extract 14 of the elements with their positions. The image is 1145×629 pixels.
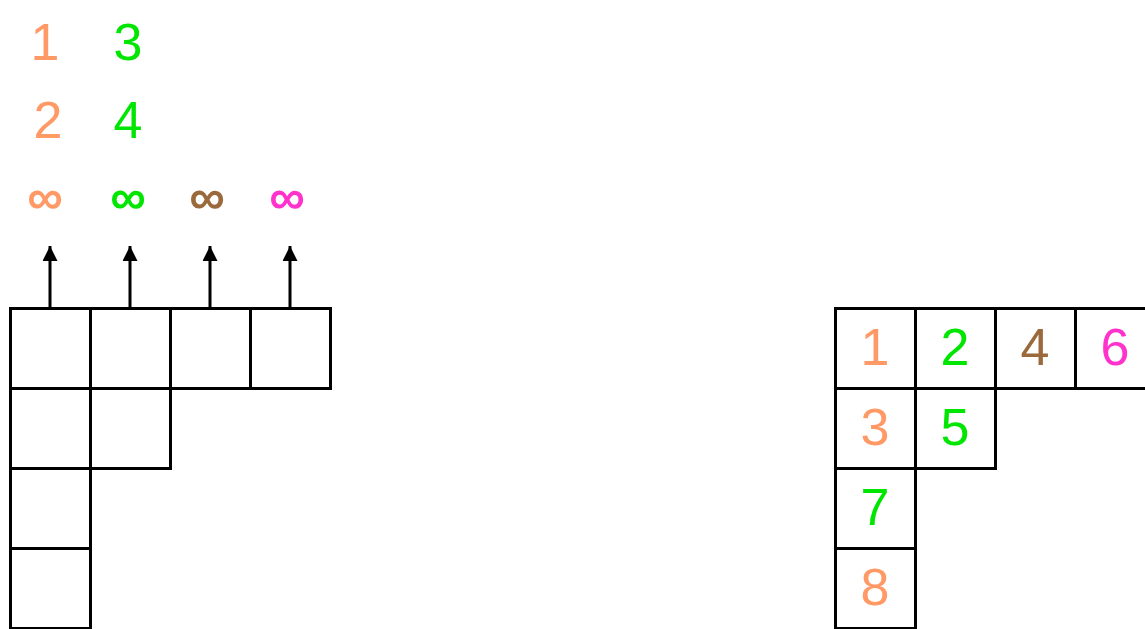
- arrow: [202, 246, 218, 308]
- arrow: [122, 246, 138, 308]
- number-label: 1: [29, 14, 61, 70]
- infinity-symbol: ∞: [5, 172, 85, 246]
- number-label: 3: [112, 14, 144, 70]
- number-label: 4: [112, 92, 144, 148]
- arrow: [282, 246, 298, 308]
- infinity-symbol: ∞: [247, 172, 327, 246]
- grid-cell: [8, 306, 92, 390]
- number-label: 2: [32, 92, 64, 148]
- arrow: [42, 246, 58, 308]
- infinity-symbol: ∞: [167, 172, 247, 246]
- numbered-cell: 1: [833, 306, 917, 390]
- infinity-symbol: ∞: [88, 172, 168, 246]
